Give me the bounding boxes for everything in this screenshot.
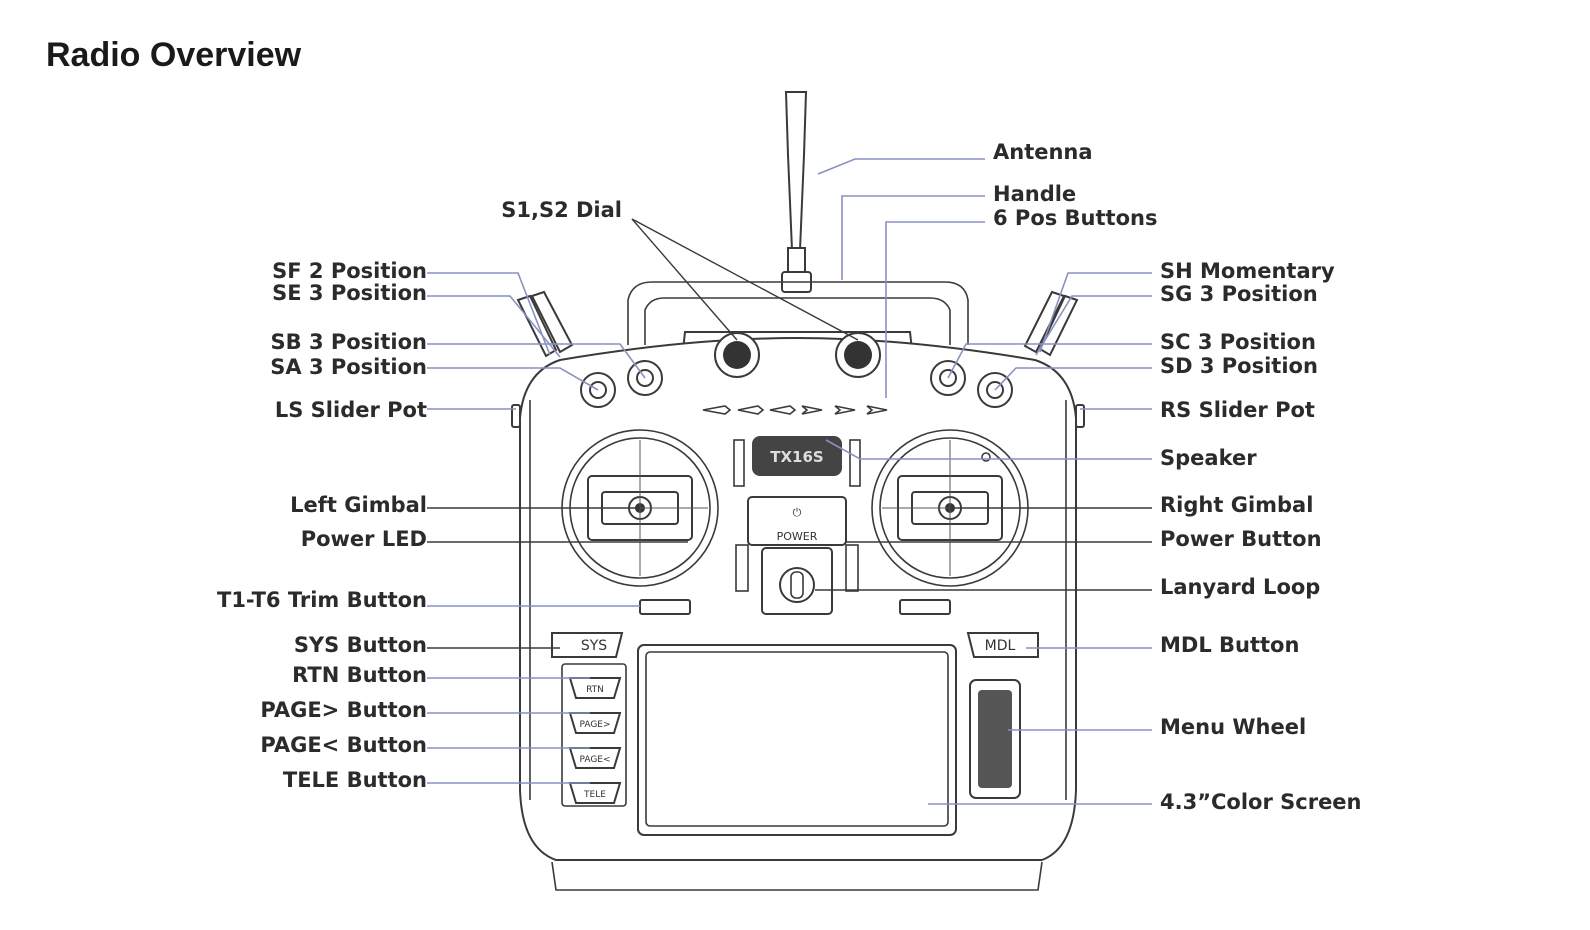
- label-sc: SC 3 Position: [1160, 330, 1316, 354]
- label-left-gimbal: Left Gimbal: [290, 493, 427, 517]
- mdl-key: MDL: [966, 632, 1039, 658]
- tele-key: TELE: [568, 782, 622, 804]
- label-page-next: PAGE> Button: [260, 698, 427, 722]
- s1-s2-dials: [714, 332, 881, 378]
- lanyard-loop: [735, 544, 859, 615]
- sys-key-text: SYS: [581, 638, 607, 654]
- six-pos-buttons: [702, 405, 888, 415]
- label-tele: TELE Button: [283, 768, 427, 792]
- label-ls: LS Slider Pot: [275, 398, 427, 422]
- logo-text: TX16S: [770, 448, 823, 466]
- label-s1s2: S1,S2 Dial: [501, 198, 622, 222]
- speaker-logo: TX16S: [733, 436, 861, 487]
- menu-wheel: [969, 679, 1021, 799]
- handle: [627, 281, 969, 345]
- label-sf: SF 2 Position: [272, 259, 427, 283]
- label-page-prev: PAGE< Button: [260, 733, 427, 757]
- label-sd: SD 3 Position: [1160, 354, 1318, 378]
- label-se: SE 3 Position: [272, 281, 427, 305]
- power-text: POWER: [777, 530, 818, 543]
- label-six-pos: 6 Pos Buttons: [993, 206, 1157, 230]
- label-speaker: Speaker: [1160, 446, 1257, 470]
- label-sa: SA 3 Position: [270, 355, 427, 379]
- page-title: Radio Overview: [46, 36, 302, 74]
- label-sb: SB 3 Position: [271, 330, 428, 354]
- leader-lines: [427, 158, 1152, 805]
- page-next-key: PAGE>: [568, 712, 622, 734]
- label-sh: SH Momentary: [1160, 259, 1335, 283]
- left-trim: [639, 599, 691, 615]
- label-power-led: Power LED: [301, 527, 427, 551]
- antenna: [781, 91, 812, 293]
- label-rs: RS Slider Pot: [1160, 398, 1315, 422]
- rs-slider: [1075, 404, 1085, 428]
- label-antenna: Antenna: [993, 140, 1093, 164]
- labels: Antenna Handle 6 Pos Buttons S1,S2 Dial …: [217, 140, 1362, 814]
- color-screen: [637, 644, 957, 836]
- label-sys: SYS Button: [294, 633, 427, 657]
- page-prev-key-text: PAGE<: [579, 755, 610, 765]
- svg-text:⏻: ⏻: [793, 506, 802, 519]
- label-menu-wheel: Menu Wheel: [1160, 715, 1306, 739]
- label-lanyard: Lanyard Loop: [1160, 575, 1320, 599]
- label-sg: SG 3 Position: [1160, 282, 1318, 306]
- sys-key: SYS: [551, 632, 624, 658]
- label-rtn: RTN Button: [292, 663, 427, 687]
- right-trim: [899, 599, 951, 615]
- label-screen: 4.3”Color Screen: [1160, 790, 1362, 814]
- page-prev-key: PAGE<: [568, 747, 622, 769]
- mdl-key-text: MDL: [985, 638, 1016, 654]
- page-next-key-text: PAGE>: [579, 720, 610, 730]
- tele-key-text: TELE: [583, 790, 606, 800]
- rtn-key: RTN: [568, 677, 622, 699]
- label-right-gimbal: Right Gimbal: [1160, 493, 1313, 517]
- power-button-shape: ⏻ POWER: [747, 496, 847, 546]
- ls-slider: [511, 404, 521, 428]
- label-trim: T1-T6 Trim Button: [217, 588, 427, 612]
- rtn-key-text: RTN: [586, 685, 604, 695]
- label-handle: Handle: [993, 182, 1076, 206]
- label-mdl: MDL Button: [1160, 633, 1299, 657]
- label-power-button: Power Button: [1160, 527, 1322, 551]
